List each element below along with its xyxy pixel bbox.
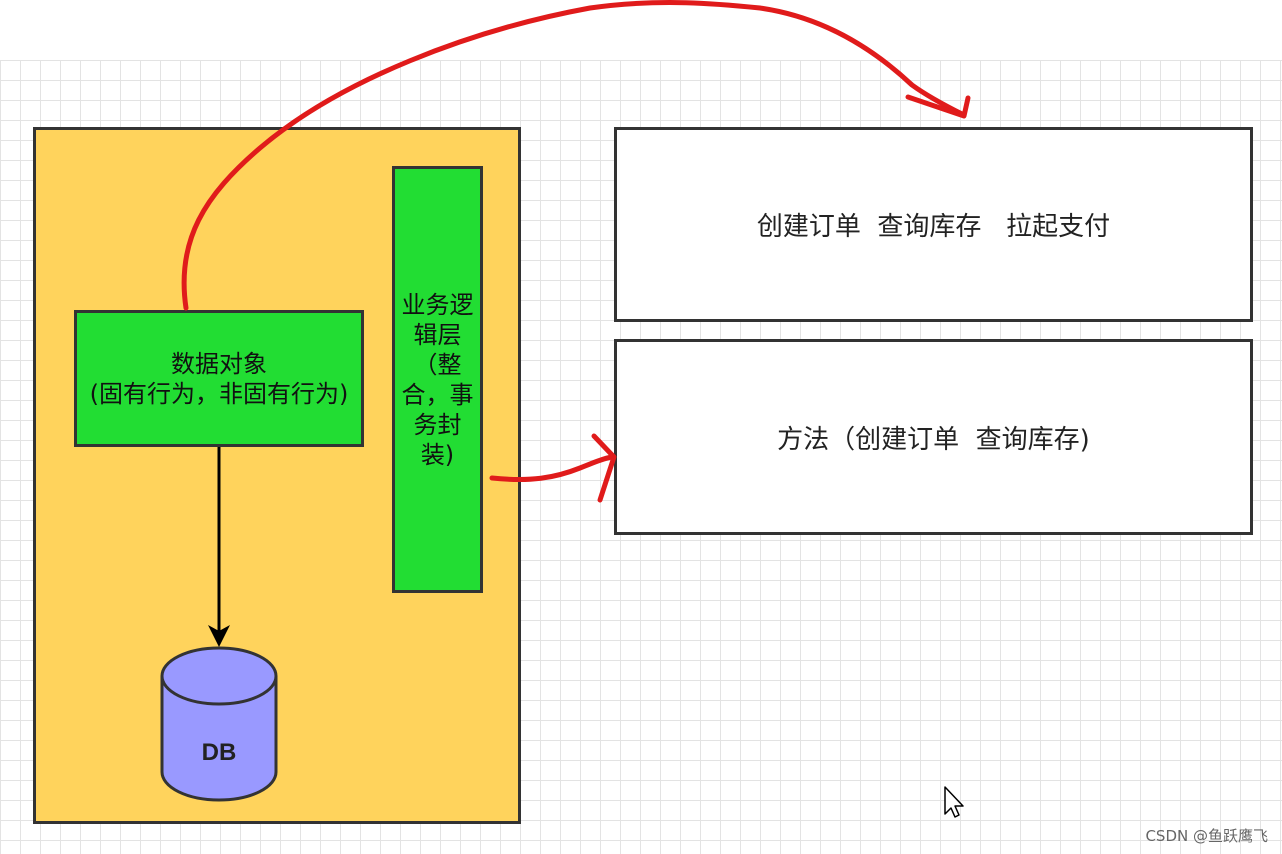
business-layer-line: 装): [420, 440, 455, 469]
watermark-text: CSDN @鱼跃鹰飞: [1145, 827, 1268, 845]
business-layer-line: 务封: [413, 410, 462, 439]
business-layer-line: （整: [413, 350, 462, 379]
operations-box[interactable]: 创建订单 查询库存 拉起支付: [614, 127, 1253, 322]
red-arrow-right: [489, 433, 617, 503]
data-object-sublabel: (固有行为，非固有行为): [89, 379, 349, 408]
data-object-label: 数据对象: [171, 349, 267, 378]
business-layer-line: 合，事: [401, 380, 474, 409]
operations-label: 创建订单 查询库存 拉起支付: [756, 212, 1111, 242]
data-object-box[interactable]: 数据对象 (固有行为，非固有行为): [74, 310, 364, 447]
business-layer-line: 业务逻: [401, 290, 474, 319]
methods-box[interactable]: 方法（创建订单 查询库存): [614, 339, 1253, 535]
methods-label: 方法（创建订单 查询库存): [777, 424, 1090, 455]
db-label: DB: [202, 739, 237, 766]
red-curve-arrow-top: [181, 0, 971, 311]
business-logic-layer-box[interactable]: 业务逻 辑层 （整 合，事 务封 装): [392, 166, 483, 593]
business-layer-line: 辑层: [413, 320, 462, 349]
database-cylinder[interactable]: DB: [160, 646, 278, 802]
top-blank-area: [0, 0, 1282, 60]
mouse-cursor-icon: [944, 786, 964, 818]
data-to-db-arrow: [208, 447, 230, 647]
